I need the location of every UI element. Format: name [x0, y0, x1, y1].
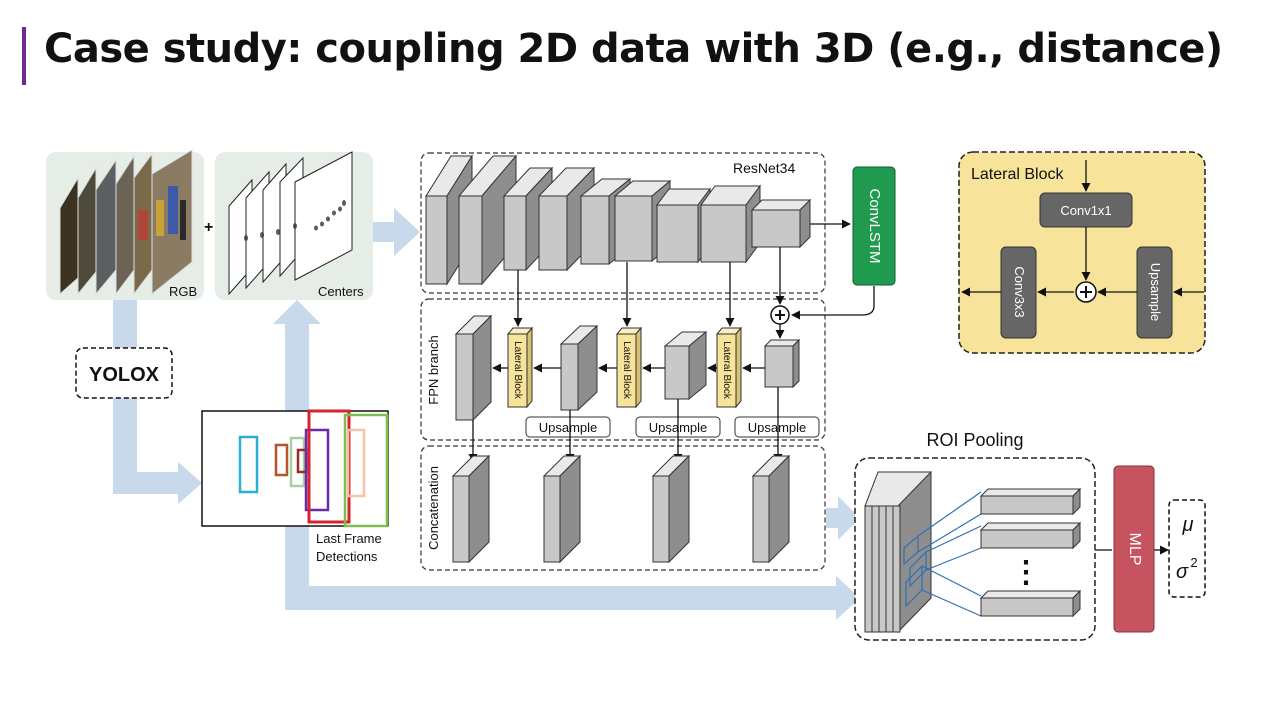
centers-input-panel: Centers: [215, 151, 373, 300]
conv1x1-label: Conv1x1: [1060, 203, 1111, 218]
center-blobs: [244, 200, 346, 241]
legend-upsample-label: Upsample: [1148, 263, 1163, 322]
upsample-label: Upsample: [748, 420, 807, 435]
lateral-block-label: Lateral Block: [512, 341, 523, 400]
last-frame-label-line1: Last Frame: [316, 531, 382, 546]
rgb-input-panel: RGB: [46, 149, 204, 300]
resnet-blocks: [425, 154, 812, 286]
resnet-section: [420, 152, 826, 294]
roi-pooling-section: ⋮: [854, 457, 1096, 641]
sum-node: [770, 305, 790, 325]
output-box: μ σ 2: [1168, 499, 1206, 598]
fpn-blocks: [454, 314, 801, 422]
yolox-label: YOLOX: [89, 364, 160, 386]
roi-pooled-features: [979, 487, 1082, 618]
conv3x3-label: Conv3x3: [1012, 266, 1027, 317]
roi-feature-stack: [864, 470, 932, 634]
yolox-box: YOLOX: [75, 347, 173, 399]
lateral-blocks: Lateral Block Lateral Block Lateral Bloc…: [506, 326, 743, 409]
mlp-block: MLP: [1095, 465, 1169, 633]
concatenation-section: [420, 445, 826, 571]
convlstm-label: ConvLSTM: [866, 188, 883, 263]
fpn-feature-block: [663, 330, 708, 401]
resnet-block: [750, 198, 812, 249]
sigma-symbol: σ: [1176, 561, 1189, 583]
title-accent-bar: [22, 27, 26, 85]
convlstm-block: ConvLSTM: [852, 166, 896, 286]
detections-panel: Last Frame Detections: [201, 409, 389, 564]
concat-feature-block: [542, 454, 582, 564]
slide-title: Case study: coupling 2D data with 3D (e.…: [44, 26, 1223, 72]
concat-feature-block: [751, 454, 791, 564]
plus-sign: +: [204, 219, 213, 236]
centers-frame-stack: [228, 151, 353, 296]
fpn-branch-label: FPN branch: [426, 335, 441, 404]
lateral-block: Lateral Block: [506, 326, 534, 409]
fpn-feature-block: [763, 338, 801, 389]
roi-ellipsis: ⋮: [1011, 556, 1041, 589]
fpn-section: [420, 298, 826, 441]
upsample-label: Upsample: [539, 420, 598, 435]
concatenation-label: Concatenation: [426, 466, 441, 550]
roi-boxes: [903, 491, 982, 617]
lateral-block-legend: Lateral Block Conv1x1 Conv3x3 Upsample: [958, 151, 1206, 354]
lateral-block-label: Lateral Block: [621, 341, 632, 400]
lateral-block-label: Lateral Block: [721, 341, 732, 400]
lateral-block: Lateral Block: [715, 326, 743, 409]
fpn-feature-block: [559, 324, 599, 412]
sigma-exponent: 2: [1190, 555, 1197, 570]
last-frame-label-line2: Detections: [316, 549, 378, 564]
fpn-feature-block: [454, 314, 493, 422]
upsample-labels: Upsample Upsample Upsample: [525, 416, 820, 438]
rgb-label: RGB: [169, 284, 197, 299]
network-arrows: [468, 219, 875, 463]
resnet-block: [700, 184, 761, 264]
mlp-label: MLP: [1126, 533, 1143, 566]
concat-feature-block: [451, 454, 491, 564]
rgb-frame-stack: [59, 149, 193, 296]
roi-pooling-label: ROI Pooling: [926, 430, 1023, 450]
legend-title: Lateral Block: [971, 166, 1064, 183]
lateral-block: Lateral Block: [615, 326, 643, 409]
mu-symbol: μ: [1182, 514, 1194, 536]
flow-arrows: [113, 208, 860, 620]
centers-label: Centers: [318, 284, 364, 299]
concat-blocks: [451, 454, 791, 564]
concat-feature-block: [651, 454, 691, 564]
resnet-label: ResNet34: [733, 160, 795, 176]
